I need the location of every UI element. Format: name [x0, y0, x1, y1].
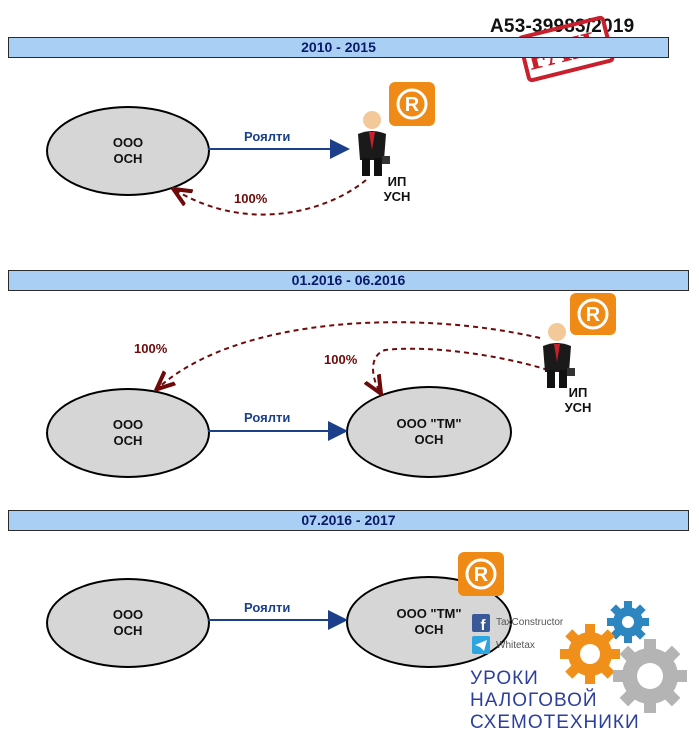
svg-text:R: R	[405, 94, 420, 116]
percent-label-2a: 100%	[134, 341, 168, 356]
registered-trademark-icon: R	[570, 293, 616, 335]
facebook-icon: f	[472, 614, 490, 632]
telegram-icon	[472, 636, 490, 654]
telegram-handle: Whitetax	[496, 640, 535, 651]
company-osn-2: ООО ОСН	[46, 388, 210, 478]
company-osn-1: ООО ОСН	[46, 106, 210, 196]
gear-icon	[560, 601, 687, 713]
company-tm-label: ООО "ТМ" ОСН	[396, 606, 462, 637]
registered-trademark-icon: R	[389, 82, 435, 126]
company-osn-3: ООО ОСН	[46, 578, 210, 668]
company-osn-label: ООО ОСН	[112, 417, 144, 448]
businessman-phone-icon	[543, 323, 575, 388]
royalty-label-3: Роялти	[244, 600, 291, 615]
company-tm-2: ООО "ТМ" ОСН	[346, 386, 512, 478]
entrepreneur-label-1: ИП УСН	[383, 174, 411, 204]
brand-title: УРОКИ НАЛОГОВОЙ СХЕМОТЕХНИКИ	[470, 668, 640, 733]
royalty-label-1: Роялти	[244, 129, 291, 144]
entrepreneur-label-2: ИП УСН	[564, 385, 592, 415]
company-osn-label: ООО ОСН	[112, 607, 144, 638]
period-band-2: 01.2016 - 06.2016	[8, 270, 689, 291]
svg-text:f: f	[481, 617, 487, 632]
period-band-1: 2010 - 2015	[8, 37, 669, 58]
businessman-phone-icon	[358, 111, 390, 176]
percent-label-1: 100%	[234, 191, 268, 206]
royalty-label-2: Роялти	[244, 410, 291, 425]
money-flow-arrow-2b	[373, 347, 549, 392]
period-band-3: 07.2016 - 2017	[8, 510, 689, 531]
company-tm-label: ООО "ТМ" ОСН	[396, 416, 462, 447]
company-osn-label: ООО ОСН	[112, 135, 144, 166]
section-1-arrows	[0, 139, 367, 216]
svg-text:R: R	[474, 564, 489, 586]
registered-trademark-icon: R	[458, 552, 504, 596]
section-3-arrows	[208, 610, 348, 630]
section-2-arrows	[0, 321, 549, 441]
money-flow-arrow-1	[175, 179, 367, 216]
svg-text:R: R	[586, 304, 601, 326]
percent-label-2b: 100%	[324, 352, 358, 367]
facebook-handle: TaxConstructor	[496, 617, 564, 628]
